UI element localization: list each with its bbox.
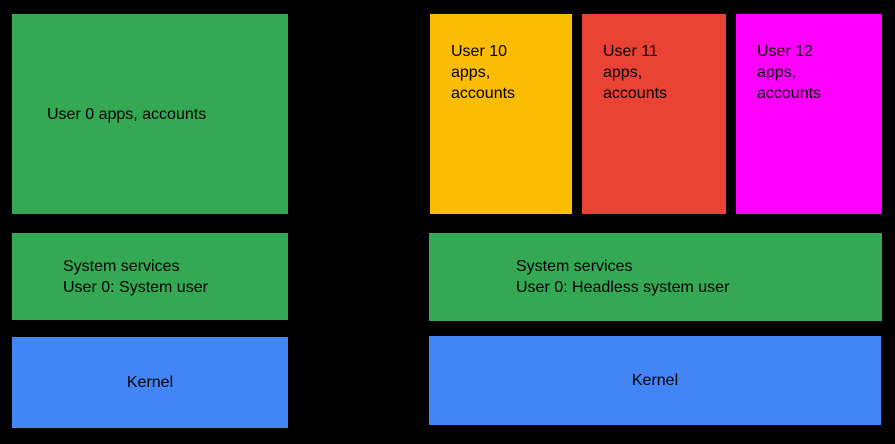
system-services-label: System services [516,258,633,275]
user10-accounts-line: accounts [451,85,516,102]
user12-apps-line: apps, [757,64,797,81]
system-user-label: User 0: System user [63,278,208,296]
user12-label: User 12 [757,43,814,60]
user12-apps-box: User 12 apps, accounts [736,14,882,214]
user11-apps-box: User 11 apps, accounts [582,14,726,214]
kernel-label: Kernel [631,372,679,389]
system-services-label: System services [63,257,180,275]
system-services-box-left: System services User 0: System user [12,233,288,320]
system-services-box-right: System services User 0: Headless system … [429,233,882,321]
user12-accounts-line: accounts [757,85,822,102]
user10-apps-box: User 10 apps, accounts [430,14,572,214]
kernel-box-left: Kernel [12,337,288,428]
user0-apps-box: User 0 apps, accounts [12,14,288,214]
user10-apps-line: apps, [451,64,491,81]
kernel-box-right: Kernel [429,336,881,425]
user11-accounts-line: accounts [603,85,668,102]
headless-system-user-label: User 0: Headless system user [516,279,730,296]
kernel-label: Kernel [126,374,174,391]
user11-apps-line: apps, [603,64,643,81]
user0-apps-label: User 0 apps, accounts [47,105,207,123]
user11-label: User 11 [603,43,658,60]
user10-label: User 10 [451,43,508,60]
